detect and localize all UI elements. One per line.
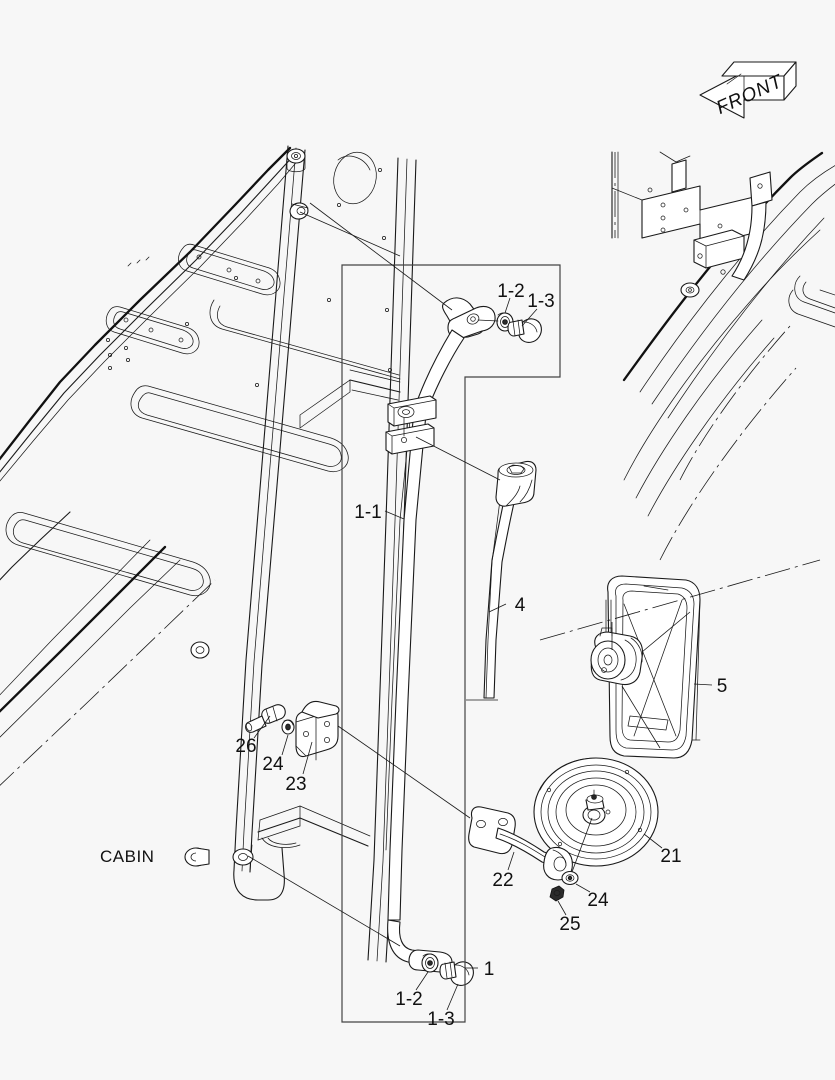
- lower-washer-1-2: [421, 953, 439, 973]
- door-pillar: [184, 145, 377, 901]
- callout-1-1: 1-1: [354, 502, 381, 523]
- leader-lines: [247, 202, 821, 1011]
- part-24-washer-lower: [561, 870, 579, 886]
- part-22-mirror-arm: [468, 806, 573, 881]
- callout-labels: 1-2 1-3 1-1 4 5 26 24 23 21 22 24 25 1 1…: [235, 281, 727, 1030]
- callout-24-upper: 24: [262, 754, 284, 775]
- callout-24-lower: 24: [587, 890, 609, 911]
- callout-5: 5: [717, 676, 728, 697]
- callout-4: 4: [515, 595, 526, 616]
- part-4-support-rod: [483, 460, 537, 699]
- callout-1-3-bottom: 1-3: [427, 1009, 454, 1030]
- part-25-nut: [549, 885, 565, 902]
- rear-window-assembly: [611, 151, 835, 561]
- callout-1: 1: [484, 959, 495, 980]
- callout-25: 25: [559, 914, 580, 935]
- cabin-label: CABIN: [100, 847, 154, 866]
- pillar-bushing-mid: [190, 641, 210, 659]
- callout-23: 23: [285, 774, 306, 795]
- cabin-door-panel: [0, 146, 401, 786]
- window-bracket: [641, 151, 773, 298]
- callout-1-2-bottom: 1-2: [395, 989, 422, 1010]
- pillar-bushing-lower: [184, 847, 210, 867]
- part-1-1-grab-handle-rail: [385, 297, 496, 973]
- part-21-round-mirror: [533, 757, 659, 867]
- callout-boxes: [341, 264, 561, 1023]
- part-24-washer-upper: [281, 719, 295, 735]
- upper-bolt-1-3: [507, 318, 542, 343]
- part-5-rectangular-mirror: [590, 575, 701, 759]
- pillar-hinge-upper: [286, 148, 306, 173]
- part-23-mirror-bracket: [295, 700, 340, 761]
- mirror-pivot-hub: [590, 627, 644, 686]
- round-mirror-hub: [582, 789, 611, 825]
- callout-26: 26: [235, 736, 256, 757]
- pillar-bushing-right: [232, 848, 254, 866]
- callout-21: 21: [660, 846, 681, 867]
- callout-1-2-top: 1-2: [497, 281, 524, 302]
- handle-mount-tab-upper: [387, 395, 437, 427]
- callout-22: 22: [492, 870, 513, 891]
- callout-1-3-top: 1-3: [527, 291, 554, 312]
- pillar-hinge-mid: [289, 202, 309, 220]
